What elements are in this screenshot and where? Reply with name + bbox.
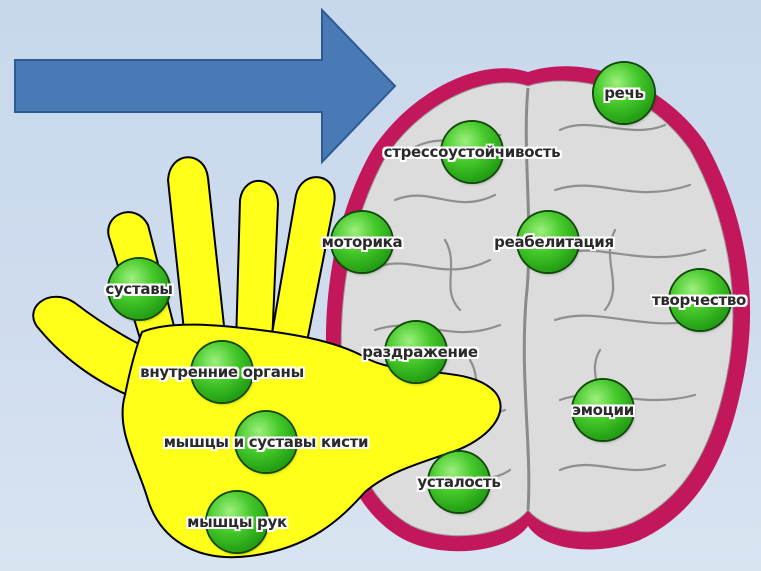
node-label: мышцы и суставы кисти [163, 433, 369, 451]
node-label: эмоции [572, 401, 634, 419]
node-label: раздражение [362, 343, 478, 361]
node-dot [207, 492, 267, 552]
node-dot [518, 212, 578, 272]
node-label: стрессоустойчивость [383, 143, 561, 161]
node-label: речь [604, 84, 644, 102]
arrow-shape [14, 7, 397, 165]
node-label: творчество [651, 291, 747, 309]
node-dot [442, 122, 502, 182]
hand-finger-2 [167, 156, 226, 341]
node-dot [332, 212, 392, 272]
node-label: внутренние органы [140, 363, 304, 381]
hand-finger-3 [235, 180, 279, 346]
node-dot [192, 342, 252, 402]
node-dot [109, 259, 169, 319]
node-dot [386, 322, 446, 382]
node-dot [670, 270, 730, 330]
node-label: мышцы рук [187, 513, 287, 531]
node-label: реабелитация [494, 233, 614, 251]
node-label: суставы [105, 280, 173, 298]
node-dot [594, 63, 654, 123]
hand-finger-4 [269, 176, 336, 353]
node-dot [573, 380, 633, 440]
node-label: моторика [321, 233, 403, 251]
brain-fissure [522, 87, 531, 511]
node-dot [429, 452, 489, 512]
node-dot [236, 412, 296, 472]
node-label: усталость [417, 473, 501, 491]
